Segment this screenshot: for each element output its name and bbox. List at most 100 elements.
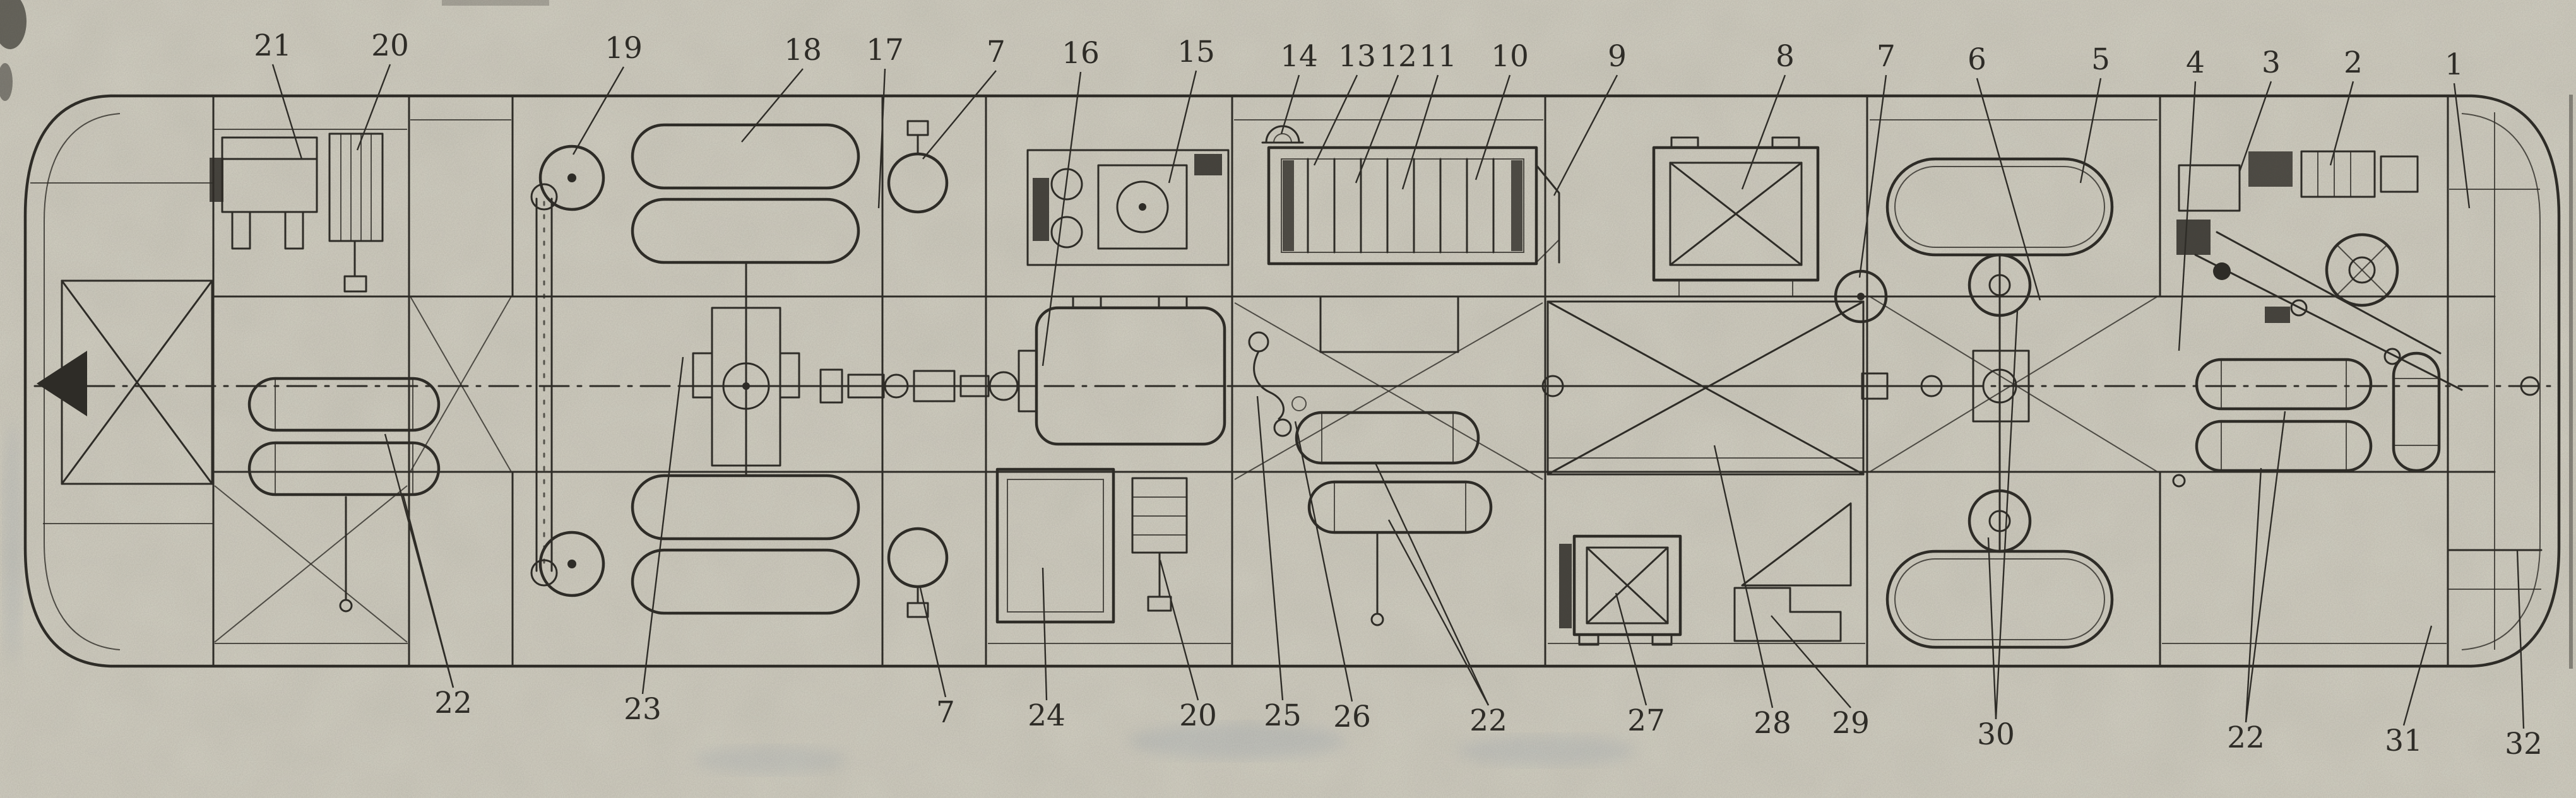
driveshaft-part bbox=[1541, 375, 1564, 397]
callout-leader-line bbox=[1615, 592, 1647, 706]
air-tanks-right-22-part bbox=[2392, 351, 2441, 472]
compressor-unit-15-part bbox=[1116, 180, 1169, 233]
front-tow-hook-assembly-part bbox=[214, 485, 408, 643]
callout-leader-line bbox=[1858, 74, 1887, 278]
callout-leader-line bbox=[1280, 74, 1300, 134]
air-tanks-right-22-part bbox=[2195, 358, 2373, 411]
driveline-front-section bbox=[813, 368, 1036, 404]
equipment-box-8-part bbox=[1669, 161, 1803, 266]
callout-leader-line bbox=[1401, 74, 1439, 190]
driveline-front-section-part bbox=[988, 371, 1019, 401]
steering-linkage-1-4-part bbox=[2380, 155, 2419, 193]
compressor-unit-15-part bbox=[1026, 149, 1230, 266]
callout-leader-line bbox=[1553, 74, 1618, 196]
front-axle-gearbox-23-part bbox=[779, 352, 800, 399]
radiator-grid-10-13-part bbox=[1511, 160, 1522, 251]
callout-number: 31 bbox=[2385, 724, 2423, 758]
steering-linkage-1-4-part bbox=[2336, 244, 2388, 296]
front-axle-gearbox-23-part bbox=[692, 352, 713, 399]
callout-number: 11 bbox=[1419, 39, 1457, 74]
scan-artifacts-part bbox=[1130, 724, 1344, 759]
callout-leader-line bbox=[401, 493, 454, 688]
callout-24-b24: 24 bbox=[1028, 567, 1065, 733]
compressor-unit-15-part bbox=[1139, 203, 1146, 211]
callout-leader-line bbox=[1355, 74, 1399, 184]
scan-artifacts-part bbox=[4, 423, 21, 662]
callout-number: 24 bbox=[1028, 698, 1065, 733]
steering-linkage-1-4-part bbox=[2213, 262, 2231, 280]
brake-chamber-7-rear-part bbox=[1857, 293, 1865, 300]
cross-braced-bay-28-part bbox=[1546, 300, 1865, 476]
callout-number: 12 bbox=[1379, 39, 1417, 74]
rear-axle-30-part bbox=[1968, 489, 2032, 553]
callout-number: 7 bbox=[936, 695, 955, 730]
rear-axle-30-part bbox=[1988, 274, 2011, 296]
callout-number: 17 bbox=[866, 33, 904, 67]
step-bracket-29 bbox=[1733, 502, 1852, 642]
callout-leader-line bbox=[1313, 74, 1358, 166]
air-tanks-left-22 bbox=[247, 377, 441, 613]
callout-number: 7 bbox=[1877, 39, 1896, 74]
equipment-box-8-part bbox=[1669, 161, 1803, 266]
callout-8-t8: 8 bbox=[1741, 39, 1795, 190]
scan-artifacts-part bbox=[0, 0, 27, 49]
scan-artifacts-part bbox=[694, 746, 846, 774]
air-tanks-right-22 bbox=[2172, 351, 2441, 488]
front-tow-hook-assembly bbox=[30, 182, 408, 643]
compressor-unit-15-part bbox=[1097, 164, 1188, 250]
callout-22-b22a: 22 bbox=[384, 433, 472, 720]
driveline-front-section-part bbox=[847, 373, 885, 399]
callout-leader-line bbox=[1256, 396, 1284, 701]
compressor-unit-15-part bbox=[1194, 154, 1222, 175]
callout-30-b30: 30 bbox=[1977, 310, 2019, 752]
cross-braced-bay-28 bbox=[410, 296, 2158, 480]
callout-leader-line bbox=[1168, 70, 1197, 184]
brake-chamber-7-front-top-part bbox=[906, 120, 929, 136]
callout-leader-line bbox=[741, 68, 804, 143]
air-tanks-mid-22-part bbox=[1307, 480, 1493, 534]
callout-leader-line bbox=[919, 587, 947, 698]
steering-linkage-1-4-part bbox=[2300, 150, 2376, 198]
driveshaft bbox=[1226, 372, 1974, 400]
belt-drive-assembly-part bbox=[530, 559, 558, 587]
lifting-hooks-25-26-part bbox=[1253, 350, 1285, 420]
cross-braced-bay-28-part bbox=[410, 296, 512, 472]
callout-leader-line bbox=[2079, 78, 2102, 184]
callout-18-t18: 18 bbox=[741, 33, 822, 143]
steering-linkage-1-4-part bbox=[2178, 164, 2241, 212]
callout-leader-line bbox=[1995, 310, 2019, 720]
brake-chamber-19-top-part bbox=[538, 144, 605, 211]
steering-linkage-1-4-part bbox=[2176, 220, 2211, 255]
callout-leader-line bbox=[1374, 461, 1490, 706]
air-tanks-mid-22-part bbox=[1370, 613, 1384, 626]
driveline-front-section-part bbox=[884, 373, 909, 399]
callout-leader-line bbox=[1713, 445, 1774, 708]
callout-29-b29: 29 bbox=[1771, 615, 1870, 741]
equipment-unit-20-top-part bbox=[343, 275, 367, 293]
callout-number: 16 bbox=[1062, 36, 1100, 71]
brake-chamber-19-bottom bbox=[538, 531, 605, 597]
brake-chamber-19-top-part bbox=[567, 173, 576, 182]
rear-end-details-31-32 bbox=[2447, 189, 2543, 590]
rear-end-details-31-32-part bbox=[2520, 376, 2540, 396]
equipment-unit-20-bottom-part bbox=[1147, 596, 1172, 612]
scan-artifacts bbox=[0, 0, 2573, 774]
callout-number: 22 bbox=[2227, 720, 2265, 755]
callout-leader-line bbox=[2238, 81, 2272, 172]
callout-6-t6: 6 bbox=[1968, 42, 2041, 301]
heater-unit-21-part bbox=[284, 211, 304, 250]
callout-leader-line bbox=[1387, 519, 1490, 706]
callout-leader-line bbox=[1771, 615, 1851, 708]
callout-number: 32 bbox=[2505, 727, 2543, 761]
callout-number: 22 bbox=[1469, 703, 1507, 738]
callout-leader-line bbox=[2453, 83, 2471, 209]
callout-16-t16: 16 bbox=[1042, 36, 1100, 367]
callout-leader-line bbox=[271, 64, 303, 160]
callout-number: 3 bbox=[2262, 45, 2281, 80]
equipment-box-27-part bbox=[1586, 546, 1669, 625]
heater-unit-21 bbox=[210, 136, 318, 250]
equipment-unit-20-top-part bbox=[328, 132, 384, 242]
scan-artifacts-part bbox=[2569, 95, 2573, 669]
compressor-unit-15-part bbox=[1050, 216, 1083, 249]
